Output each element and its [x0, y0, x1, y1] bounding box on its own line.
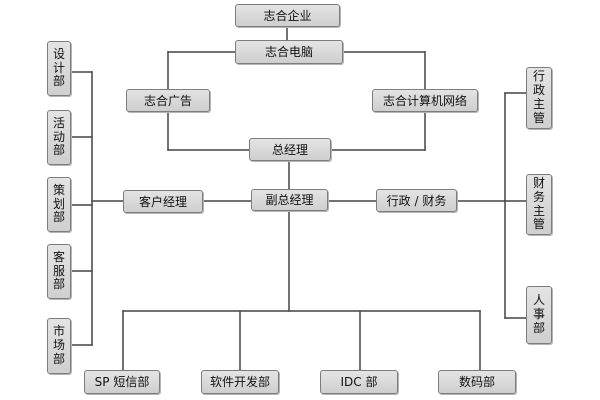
bottom-department-software-box: 软件开发部 — [201, 370, 279, 394]
customer-manager-label: 客户经理 — [138, 194, 187, 209]
left-department-activity-label: 活动部 — [53, 115, 66, 158]
admin-finance-box: 行政 / 财务 — [376, 189, 457, 212]
company-box: 志合企业 — [235, 4, 340, 27]
network-label: 志合计算机网络 — [382, 93, 467, 108]
general-manager-box: 总经理 — [249, 138, 331, 161]
bottom-department-digital-box: 数码部 — [438, 370, 516, 394]
bottom-department-software-label: 软件开发部 — [209, 375, 270, 389]
right-position-admin-box: 行政主管 — [526, 67, 552, 129]
advertising-box: 志合广告 — [126, 89, 210, 112]
right-position-admin-label: 行政主管 — [533, 69, 546, 125]
right-position-finance-label: 财务主管 — [533, 175, 546, 232]
left-department-planning-label: 策划部 — [53, 182, 66, 225]
admin-finance-label: 行政 / 财务 — [386, 193, 447, 208]
deputy-general-manager-box: 副总经理 — [251, 189, 328, 211]
right-position-finance-box: 财务主管 — [526, 174, 552, 235]
left-department-design-box: 设计部 — [47, 41, 71, 96]
left-department-market-box: 市场部 — [47, 318, 71, 374]
customer-manager-box: 客户经理 — [123, 190, 203, 213]
left-department-planning-box: 策划部 — [47, 177, 71, 232]
left-department-market-label: 市场部 — [53, 324, 66, 366]
bottom-department-idc-box: IDC 部 — [320, 370, 398, 394]
left-department-design-label: 设计部 — [53, 46, 66, 89]
bottom-department-sp-box: SP 短信部 — [84, 370, 160, 394]
right-position-hr-box: 人事部 — [526, 286, 552, 344]
left-department-service-box: 客服部 — [47, 244, 71, 299]
bottom-department-sp-label: SP 短信部 — [94, 375, 150, 389]
bottom-department-digital-label: 数码部 — [458, 375, 495, 389]
computer-box: 志合电脑 — [235, 40, 343, 64]
network-box: 志合计算机网络 — [372, 89, 478, 112]
deputy-general-manager-label: 副总经理 — [265, 193, 314, 207]
left-department-activity-box: 活动部 — [47, 110, 71, 165]
right-position-hr-label: 人事部 — [533, 293, 546, 335]
left-department-service-label: 客服部 — [53, 249, 66, 292]
computer-label: 志合电脑 — [264, 45, 313, 59]
general-manager-label: 总经理 — [271, 142, 308, 157]
company-label: 志合企业 — [263, 8, 312, 23]
bottom-department-idc-label: IDC 部 — [340, 375, 378, 389]
advertising-label: 志合广告 — [143, 93, 192, 108]
